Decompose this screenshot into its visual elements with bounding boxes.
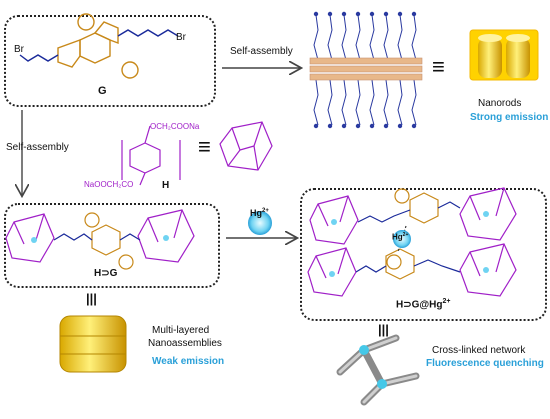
multilayer-label-2: Nanoassemblies <box>148 338 222 349</box>
host-h-label: H <box>162 180 170 191</box>
self-assembly-right-label: Self-assembly <box>230 46 293 57</box>
triple-bar-right: ||| <box>378 322 389 337</box>
hg-arrow-label: Hg2+ <box>250 208 269 218</box>
multilayer-nanoassembly-icon <box>59 315 127 373</box>
crosslinked-complex <box>307 187 517 297</box>
host-guest-complex <box>5 209 195 270</box>
bromide-label-1: Br <box>14 44 24 55</box>
pillararene-icon <box>219 121 273 171</box>
equiv-symbol-mid: ≡ <box>198 134 211 159</box>
bromide-label-2: Br <box>176 32 186 43</box>
encapsulated-ions <box>31 211 489 277</box>
self-assembly-down-label: Self-assembly <box>6 142 69 153</box>
guest-g-molecule <box>19 13 179 79</box>
triple-bar-left: ||| <box>86 291 97 306</box>
stacked-assembly <box>309 11 423 129</box>
hg-ion-icon <box>248 211 272 235</box>
crosslinked-network-icon <box>336 334 420 406</box>
strong-emission-label: Strong emission <box>470 112 549 123</box>
weak-emission-label: Weak emission <box>152 356 225 367</box>
host-guest-box <box>4 203 220 288</box>
equiv-symbol-top: ≡ <box>432 54 445 79</box>
multilayer-label-1: Multi-layered <box>152 325 210 336</box>
complex-box <box>300 188 547 321</box>
compound-g-label: G <box>98 85 107 97</box>
hg-complex-inner-label: Hg2+ <box>392 232 409 242</box>
nanorods-icon <box>469 29 539 81</box>
substituent-bottom-label: NaOOCH₂CO <box>84 180 134 189</box>
fluorescence-quenching-label: Fluorescence quenching <box>426 358 544 369</box>
guest-g-box <box>4 15 216 107</box>
hg-ion-complex <box>393 230 411 248</box>
nanorods-label: Nanorods <box>478 98 522 109</box>
substituent-top-label: OCH₂COONa <box>150 122 200 131</box>
complex-label: H⊃G@Hg2+ <box>396 298 451 311</box>
host-guest-label: H⊃G <box>94 268 118 279</box>
host-h-structure <box>121 125 181 186</box>
crosslinked-network-label: Cross-linked network <box>432 345 526 356</box>
